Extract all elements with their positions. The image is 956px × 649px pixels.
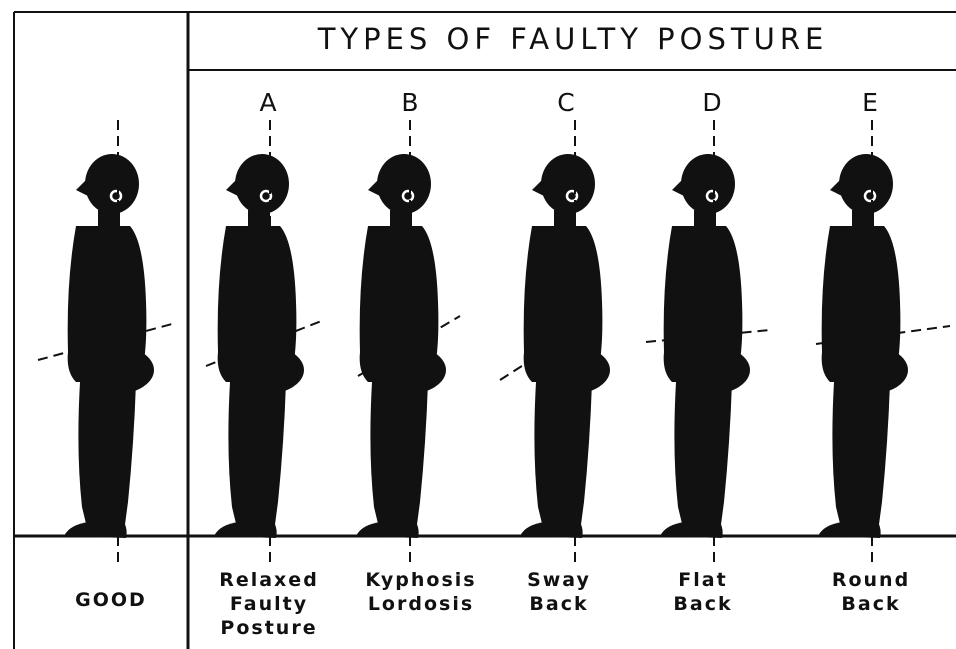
diagram-title: TYPES OF FAULTY POSTURE — [190, 22, 956, 56]
posture-letter-e: E — [850, 88, 890, 117]
caption-a: Relaxed Faulty Posture — [194, 568, 344, 640]
caption-c: Sway Back — [484, 568, 634, 616]
caption-b: Kyphosis Lordosis — [346, 568, 496, 616]
figure-e — [816, 120, 950, 565]
caption-good: GOOD — [36, 588, 186, 612]
figure-a — [206, 120, 324, 565]
posture-letter-c: C — [546, 88, 586, 117]
caption-d: Flat Back — [628, 568, 778, 616]
figure-d — [646, 120, 770, 565]
posture-letter-b: B — [390, 88, 430, 117]
figure-b — [356, 120, 460, 565]
posture-letter-d: D — [692, 88, 732, 117]
figure-good — [38, 120, 172, 565]
figure-c — [500, 120, 610, 565]
posture-letter-a: A — [248, 88, 288, 117]
caption-e: Round Back — [796, 568, 946, 616]
